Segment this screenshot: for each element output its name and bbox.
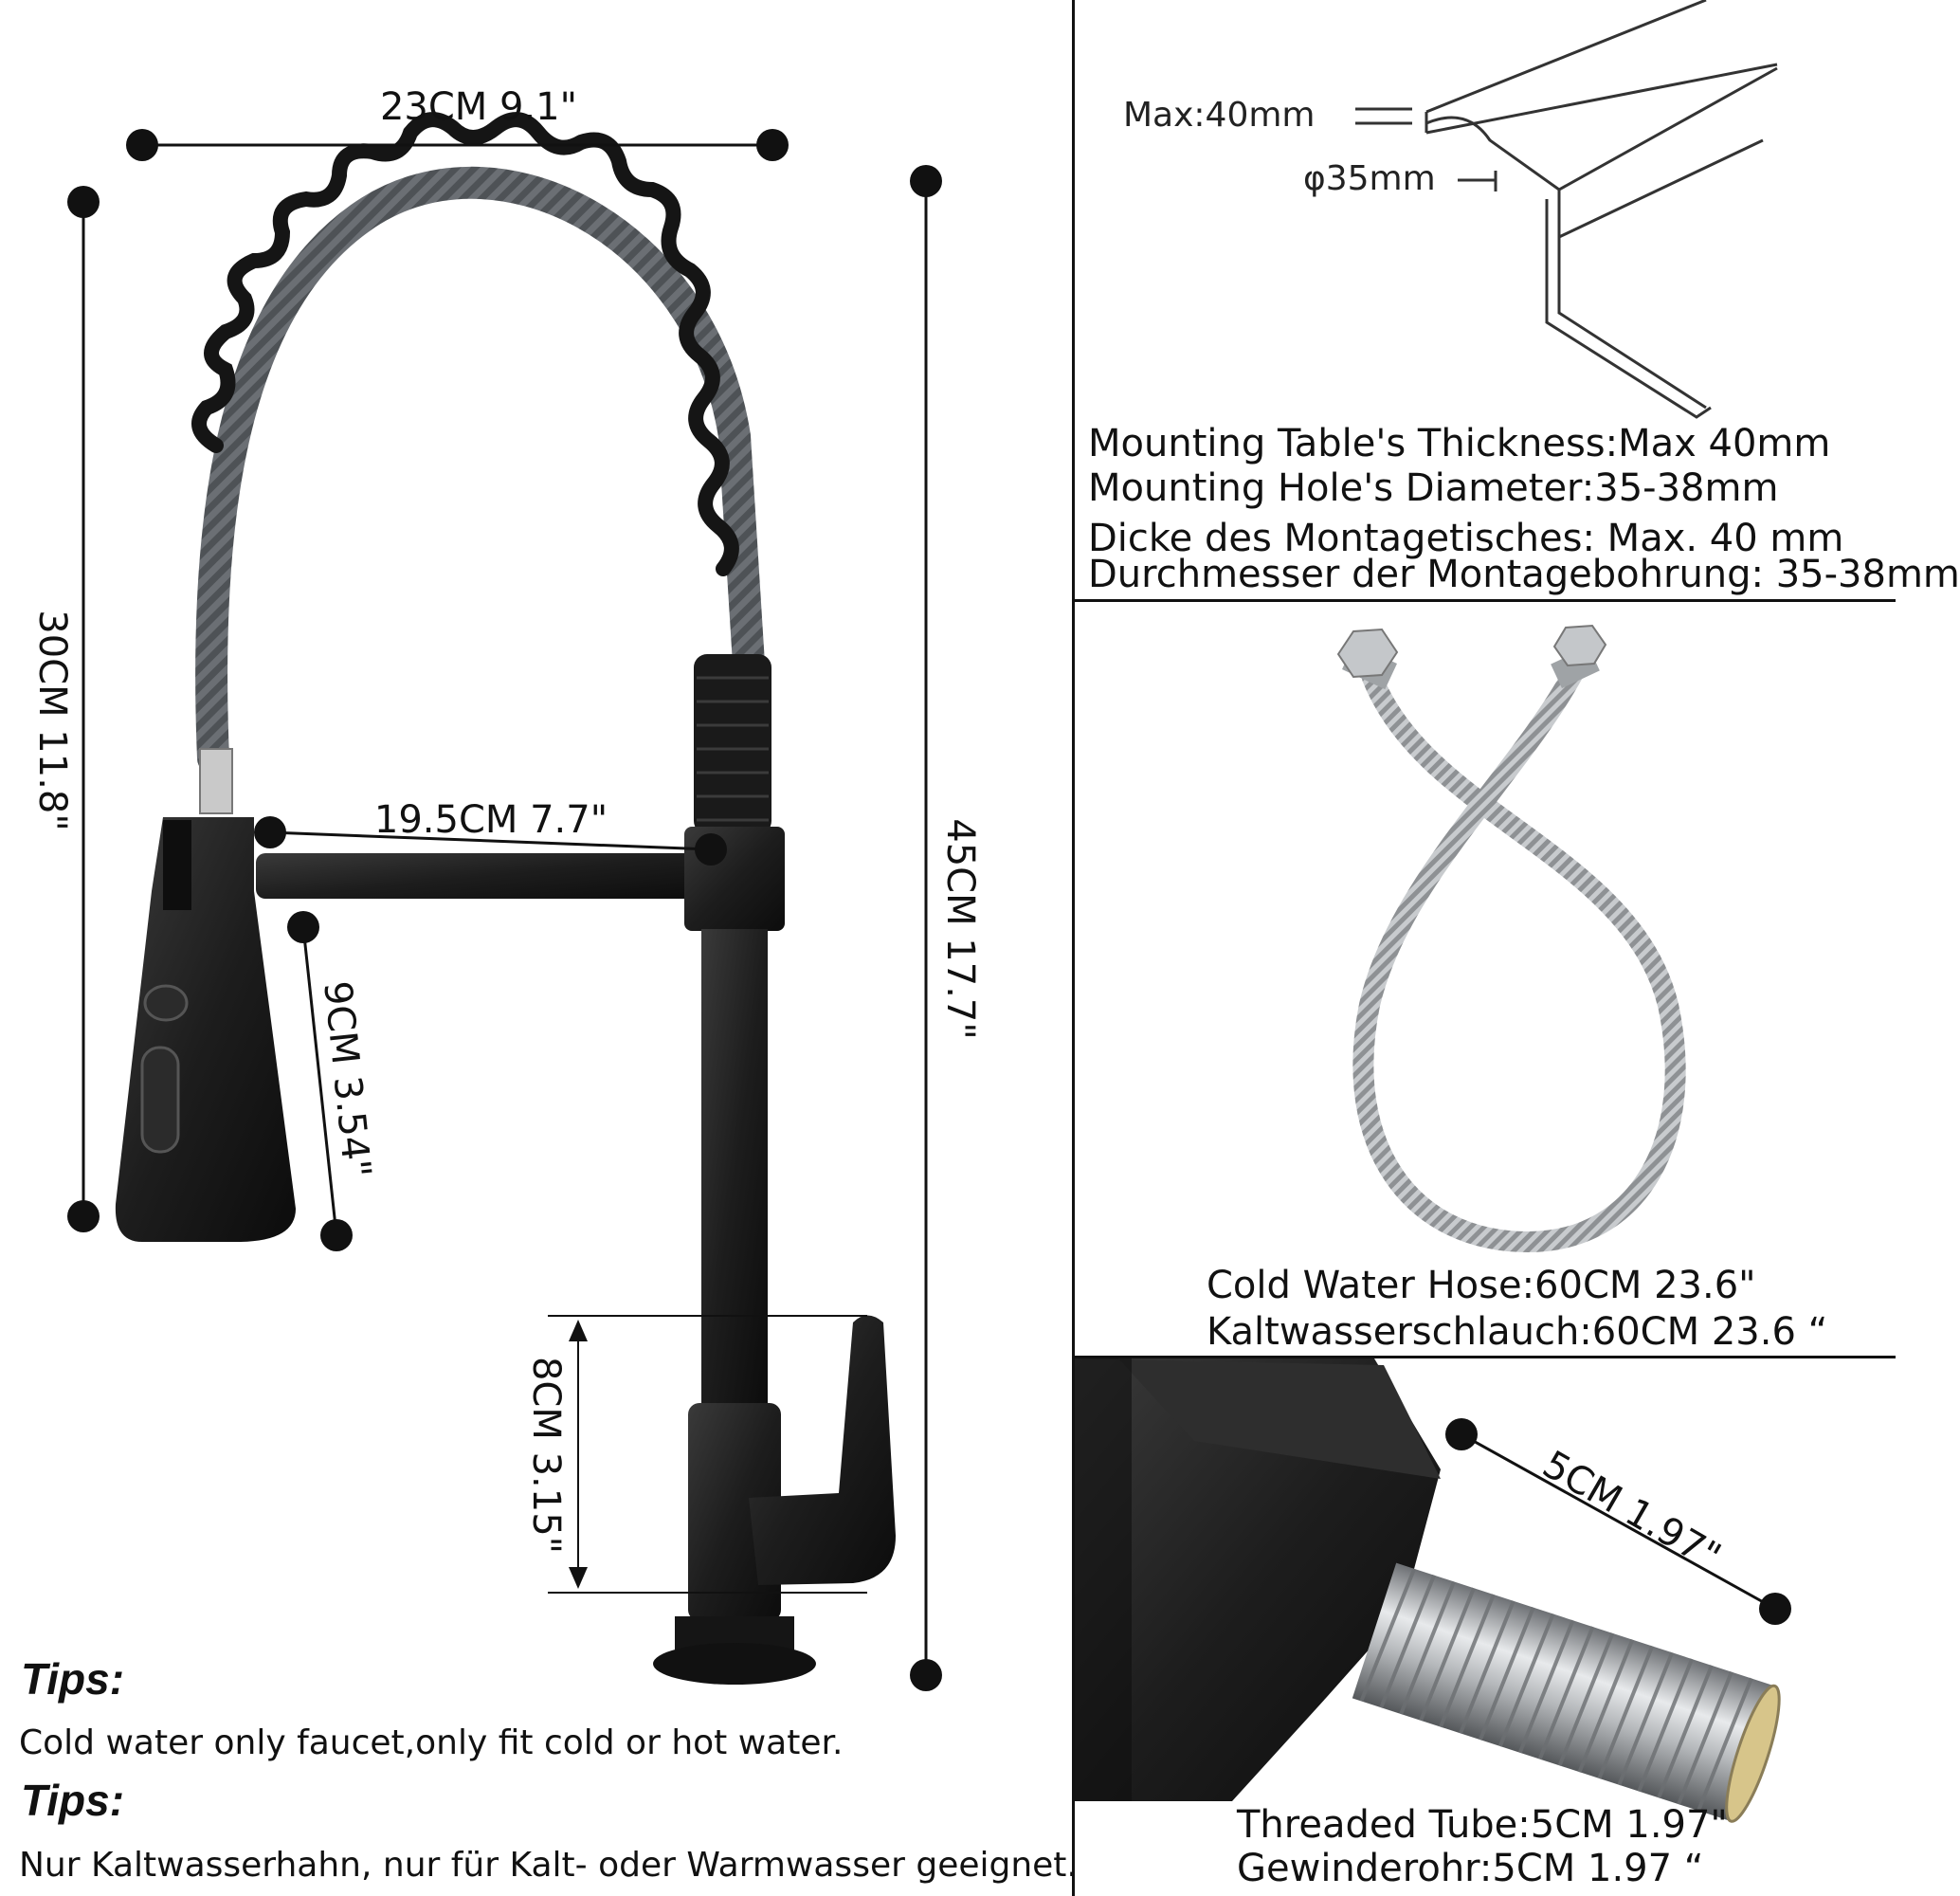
hole-diameter-label: φ35mm [1303,159,1436,198]
faucet-illustration [115,112,896,1685]
tips-body-1: Cold water only faucet,only fit cold or … [19,1723,844,1762]
total-height-label: 45CM 17.7" [938,818,982,1040]
mounting-text-1: Mounting Table's Thickness:Max 40mm [1088,422,1831,465]
diagram-canvas: 23CM 9.1" 30CM 11.8" 19.5CM 7.7" 9CM 3.5… [30,0,1791,1823]
tips-title-2: Tips: [21,1776,125,1825]
width-label: 23CM 9.1" [380,85,577,129]
mounting-diagram [1355,0,1778,419]
faucet-column [701,929,768,1403]
mounting-text-3: Dicke des Montagetisches: Max. 40 mm [1088,517,1844,560]
hose-text-2: Kaltwasserschlauch:60CM 23.6 “ [1207,1310,1828,1354]
dimension-lines [67,129,942,1691]
handle [749,1315,896,1585]
head-length-label: 9CM 3.54" [315,979,378,1180]
spring-coil [191,112,739,576]
spout-arm [256,853,711,899]
spout-reach-label: 19.5CM 7.7" [374,798,608,842]
tube-dimension-line [1445,1418,1791,1625]
tube-text-1: Threaded Tube:5CM 1.97" [1237,1803,1728,1847]
threaded-tube-closeup [1075,1358,1781,1823]
mounting-text-2: Mounting Hole's Diameter:35-38mm [1088,466,1779,510]
tips-title-1: Tips: [21,1654,125,1704]
cold-water-hose [1336,624,1686,1253]
panel-divider-vertical [1072,0,1075,1896]
spray-height-label: 30CM 11.8" [30,610,74,831]
hose-nut-right [1551,624,1607,688]
hose-text-1: Cold Water Hose:60CM 23.6" [1207,1264,1756,1307]
tube-dim-label: 5CM 1.97" [1535,1443,1728,1579]
tube-text-2: Gewinderohr:5CM 1.97 “ [1237,1847,1704,1890]
spring-base [694,654,771,834]
panel-divider-top [1072,599,1896,602]
mounting-text-4: Durchmesser der Montagebohrung: 35-38mm [1088,553,1960,596]
hose-nut-left [1336,628,1399,690]
handle-height-label: 8CM 3.15" [524,1357,568,1554]
panel-divider-middle [1072,1356,1896,1358]
tips-body-2: Nur Kaltwasserhahn, nur für Kalt- oder W… [19,1846,1078,1885]
faucet-base [653,1643,816,1685]
max-thickness-label: Max:40mm [1123,96,1316,135]
